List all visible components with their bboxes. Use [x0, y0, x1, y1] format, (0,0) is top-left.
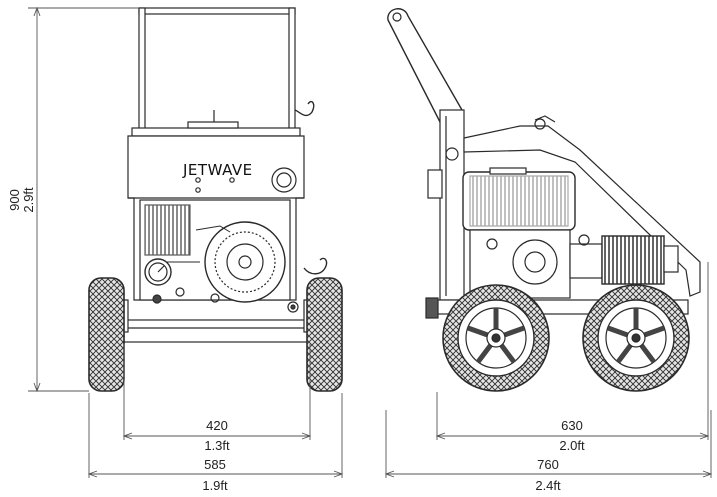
brand-logo: JETWAVE — [182, 161, 253, 179]
dimension-overall-length — [384, 410, 713, 478]
dimension-frame-width — [122, 344, 312, 440]
front-right-wheel — [306, 277, 343, 392]
dimension-labels: 900 2.9ft 420 1.3ft 585 1.9ft 630 2.0ft … — [7, 187, 585, 493]
side-top-frame — [463, 125, 701, 297]
side-engine — [462, 167, 576, 299]
dimension-height — [28, 6, 139, 393]
side-upright — [439, 109, 465, 301]
front-top-rail — [131, 127, 301, 137]
side-front-wheel — [582, 284, 690, 392]
side-pump — [569, 234, 679, 285]
overall-length-mm-label: 760 — [537, 457, 559, 472]
wheelbase-ft-label: 2.0ft — [559, 438, 585, 453]
height-ft-label: 2.9ft — [21, 187, 36, 213]
front-engine — [139, 199, 291, 303]
height-mm-label: 900 — [7, 189, 22, 211]
overall-width-mm-label: 585 — [204, 457, 226, 472]
fuel-cap-icon — [271, 167, 297, 193]
side-view — [387, 8, 701, 392]
side-rear-wheel — [442, 284, 550, 392]
pressure-gauge-icon — [144, 258, 172, 286]
dimension-wheelbase — [435, 262, 710, 440]
front-view: JETWAVE — [88, 7, 343, 392]
handle-pivot-icon — [392, 12, 402, 22]
front-base — [123, 319, 311, 343]
overall-width-ft-label: 1.9ft — [202, 478, 228, 493]
wheelbase-mm-label: 630 — [561, 418, 583, 433]
dimension-overall-width — [87, 393, 344, 478]
overall-length-ft-label: 2.4ft — [535, 478, 561, 493]
dimensions — [28, 6, 713, 478]
front-handle — [138, 7, 315, 139]
frame-width-mm-label: 420 — [206, 418, 228, 433]
side-handle — [387, 8, 463, 123]
frame-width-ft-label: 1.3ft — [204, 438, 230, 453]
front-left-wheel — [88, 277, 125, 392]
